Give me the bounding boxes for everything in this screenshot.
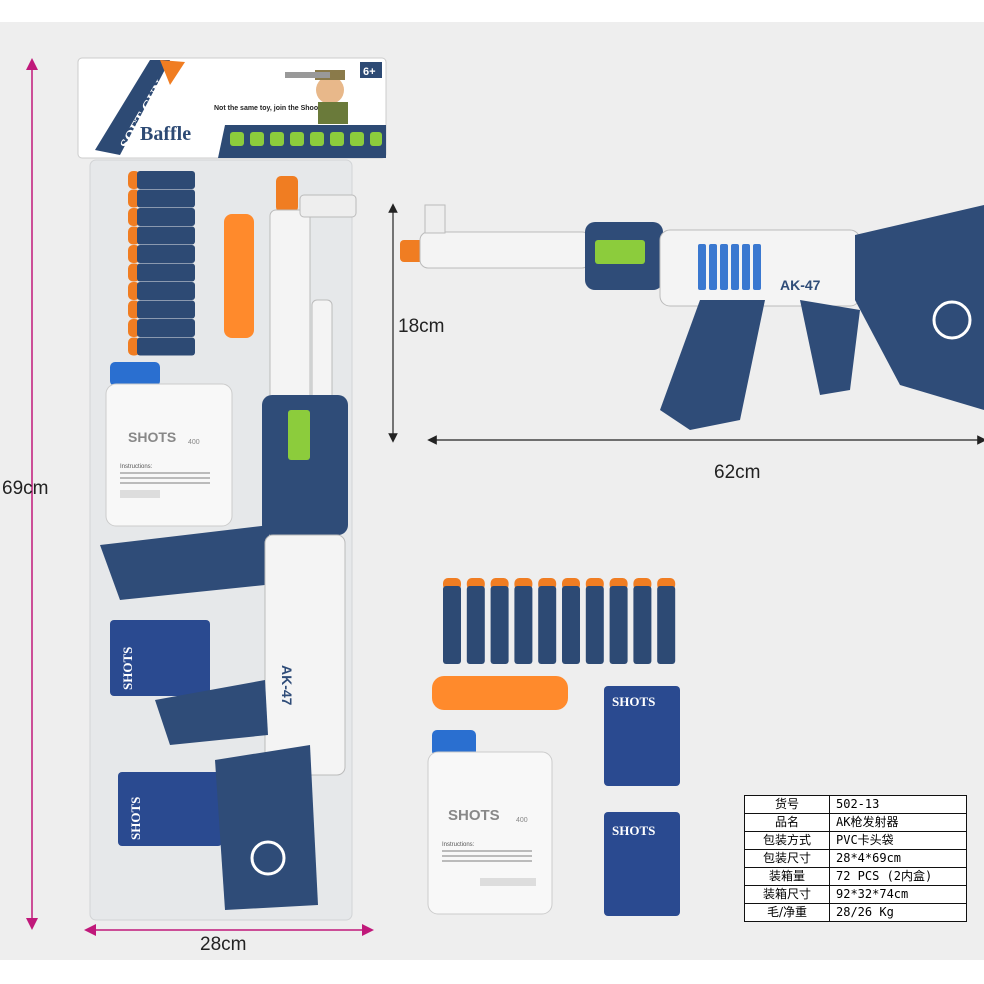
dart xyxy=(128,208,195,226)
loaded-dart xyxy=(731,244,739,290)
width-dimension-label: 28cm xyxy=(200,934,247,955)
loose-darts xyxy=(443,578,676,664)
spec-key: 包装尺寸 xyxy=(744,849,830,868)
bottle-label: SHOTS xyxy=(448,807,500,824)
soldier-illustration xyxy=(285,70,348,124)
package-gun: AK-47 xyxy=(100,176,357,910)
dart xyxy=(657,578,676,664)
gun-length-label: 62cm xyxy=(714,462,761,483)
dart xyxy=(562,578,580,664)
spec-key: 品名 xyxy=(744,813,830,832)
bag-label: SHOTS xyxy=(120,647,135,690)
height-dimension-label: 69cm xyxy=(2,478,49,499)
bottle-count: 400 xyxy=(516,817,528,824)
gun-label: AK-47 xyxy=(279,665,295,706)
dart xyxy=(128,226,195,245)
spec-value: 92*32*74cm xyxy=(829,885,967,904)
gun-side-label: AK-47 xyxy=(780,277,821,293)
spec-value: 502-13 xyxy=(829,795,967,814)
spec-key: 货号 xyxy=(744,795,830,814)
bag-label: SHOTS xyxy=(612,694,655,709)
dart xyxy=(609,578,628,664)
bag-label: SHOTS xyxy=(128,797,143,840)
dart xyxy=(128,245,195,263)
dart xyxy=(128,319,195,337)
gun-side-view: AK-47 xyxy=(400,204,984,430)
bottle-label: SHOTS xyxy=(128,429,176,445)
loose-ammo-bottle: SHOTS 400 Instructions: xyxy=(427,730,553,915)
package-ammo-bottle: SHOTS 400 Instructions: xyxy=(105,362,233,527)
dart xyxy=(128,189,195,208)
spec-value: 72 PCS (2内盒) xyxy=(829,867,967,886)
slogan-text: Not the same toy, join the Shoot! xyxy=(214,105,323,112)
spec-value: 28*4*69cm xyxy=(829,849,967,868)
loaded-dart xyxy=(698,244,706,290)
bottle-count: 400 xyxy=(188,439,200,446)
bottle-instructions: Instructions: xyxy=(120,464,153,470)
spec-key: 毛/净重 xyxy=(744,903,830,922)
spec-value: AK枪发射器 xyxy=(829,813,967,832)
dart xyxy=(128,337,195,356)
package-ammo-bag-1: SHOTS xyxy=(110,620,210,696)
loaded-dart xyxy=(709,244,717,290)
loose-ammo-bag-2: SHOTS xyxy=(604,812,680,916)
loaded-dart xyxy=(753,244,761,290)
dart xyxy=(443,578,461,664)
spec-key: 装箱量 xyxy=(744,867,830,886)
loaded-dart xyxy=(742,244,750,290)
dart xyxy=(466,578,485,664)
package-muzzle-caps xyxy=(224,214,254,338)
gun-height-label: 18cm xyxy=(398,316,445,337)
dart xyxy=(128,263,195,282)
spec-key: 装箱尺寸 xyxy=(744,885,830,904)
dart xyxy=(514,578,533,664)
dart xyxy=(490,578,509,664)
logo-text: Baffle xyxy=(140,123,191,145)
spec-key: 包装方式 xyxy=(744,831,830,850)
loose-muzzle-caps xyxy=(432,676,568,710)
dart xyxy=(585,578,604,664)
spec-value: 28/26 Kg xyxy=(829,903,967,922)
dart xyxy=(633,578,652,664)
spec-value: PVC卡头袋 xyxy=(829,831,967,850)
dart xyxy=(128,282,195,300)
bag-label: SHOTS xyxy=(612,823,655,838)
package-ammo-bag-2: SHOTS xyxy=(118,772,222,846)
loaded-dart xyxy=(720,244,728,290)
dart xyxy=(128,171,195,189)
loose-ammo-bag-1: SHOTS xyxy=(604,686,680,786)
bottle-instructions: Instructions: xyxy=(442,842,475,848)
dart xyxy=(538,578,557,664)
age-badge: 6+ xyxy=(363,66,376,78)
dart xyxy=(128,300,195,319)
